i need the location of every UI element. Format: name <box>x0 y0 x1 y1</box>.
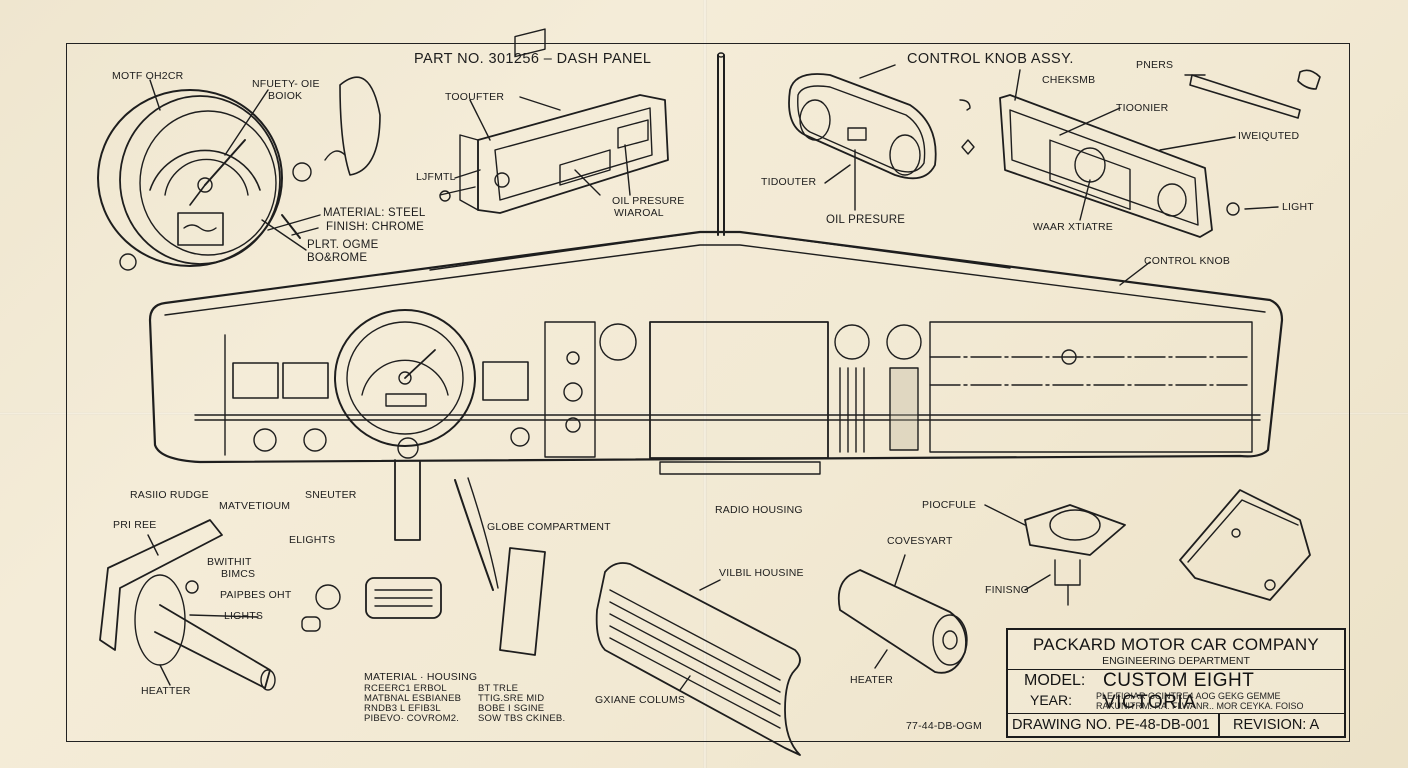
callout-label: NFUETY- OIE <box>252 78 320 90</box>
callout-label: MOTF OH2CR <box>112 70 184 82</box>
year-text-line: RAKUNITRM. RA. FLWANR.. MOR CEYKA. FOISO <box>1096 701 1304 711</box>
callout-label: PLRT. OGME <box>307 239 379 251</box>
notes-line: BT TRLE <box>478 683 519 694</box>
callout-label: WAAR XTIATRE <box>1033 221 1113 233</box>
title-block-model-row: MODEL: CUSTOM EIGHT VICTORIA YEAR: PLE F… <box>1008 670 1344 714</box>
notes-line: RNDB3 L EFIB3L <box>364 703 441 714</box>
title-block-company-row: PACKARD MOTOR CAR COMPANY ENGINEERING DE… <box>1008 630 1344 670</box>
title-block-drawing-row: DRAWING NO. PE-48-DB-001 REVISION: A <box>1008 714 1344 738</box>
pedals-drawing <box>301 547 546 656</box>
callout-label: TOOUFTER <box>445 91 505 103</box>
steering-column-drawing <box>99 519 276 691</box>
department-name: ENGINEERING DEPARTMENT <box>1102 655 1250 667</box>
callout-label: VILBIL HOUSINE <box>719 567 804 579</box>
callout-label: LIGHT <box>1282 201 1314 213</box>
year-text-line: PLE FIOIAR GCINTRE4 AOG GEKG GEMME <box>1096 691 1281 701</box>
heater-cylinder-drawing <box>837 554 968 674</box>
control-knob-assembly-drawing <box>788 64 975 211</box>
callout-label: GXIANE COLUMS <box>595 694 686 706</box>
year-label: YEAR: <box>1030 692 1073 708</box>
globe-compartment-callout: GLOBE COMPARTMENT <box>487 521 611 533</box>
model-name: CUSTOM EIGHT VICTORIA <box>1103 670 1254 713</box>
control-knob-assy-heading: CONTROL KNOB ASSY. <box>907 51 1074 67</box>
callout-label: ELIGHTS <box>289 534 336 546</box>
title-block: PACKARD MOTOR CAR COMPANY ENGINEERING DE… <box>1006 628 1346 738</box>
callout-label: IWEIQUTED <box>1238 130 1300 142</box>
bracket-drawing <box>1179 489 1311 601</box>
instrument-panel-unit-drawing <box>439 28 669 214</box>
callout-label: RASIIO RUDGE <box>130 489 209 501</box>
notes-line: TTIG.SRE MID <box>478 693 545 704</box>
notes-line: SOW TBS CKINEB. <box>478 713 566 724</box>
callout-label: SNEUTER <box>305 489 357 501</box>
callout-label: BIMCS <box>221 568 256 580</box>
part-number-heading: PART NO. 301256 – DASH PANEL <box>414 51 652 67</box>
heater-callout: HEATER <box>850 674 894 686</box>
finish-callout: FINISNG <box>985 584 1029 596</box>
year-text: PLE FIOIAR GCINTRE4 AOG GEKG GEMME RAKUN… <box>1096 691 1304 711</box>
radio-housing-callout: RADIO HOUSING <box>715 504 803 516</box>
notes-line: PIBEVO· COVROM2. <box>364 713 460 724</box>
callout-label: PAIPBES OHT <box>220 589 292 601</box>
callout-label: PIOCFULE <box>922 499 977 511</box>
callout-label: PNERS <box>1136 59 1174 71</box>
callout-label: CONTROL KNOB <box>1144 255 1231 267</box>
callout-label: BOIOK <box>268 90 303 102</box>
notes-heading: MATERIAL · HOUSING <box>364 671 478 683</box>
callout-label: CHEKSMB <box>1042 74 1096 86</box>
speedometer-gauge-drawing <box>97 76 381 271</box>
notes-line: MATBNAL ESBIANEB <box>364 693 462 704</box>
callout-label: TIDOUTER <box>761 176 817 188</box>
notes-line: BOBE I SGINE <box>478 703 545 714</box>
callout-label: TIOONIER <box>1116 102 1169 114</box>
fitting-drawing <box>984 504 1126 606</box>
radio-bezel-drawing <box>999 69 1321 286</box>
paper-fold-vertical <box>703 0 707 768</box>
drawing-number: DRAWING NO. PE-48-DB-001 <box>1012 717 1210 733</box>
grille-housing-drawing <box>595 562 801 756</box>
antenna-rod-drawing <box>717 52 725 236</box>
model-label: MODEL: <box>1024 672 1086 689</box>
main-dashboard-drawing <box>148 230 1284 591</box>
callout-label: WIAROAL <box>614 207 664 219</box>
heater-callout: HEATTER <box>141 685 191 697</box>
callout-label: PRI REE <box>113 519 157 531</box>
callout-label: COVESYART <box>887 535 953 547</box>
callout-label: OIL PRESURE <box>612 195 685 207</box>
company-name: PACKARD MOTOR CAR COMPANY <box>1032 635 1320 654</box>
material-callout: MATERIAL: STEEL <box>323 207 426 219</box>
notes-line: RCEERC1 ERBOL <box>364 683 447 694</box>
callout-label: BWITHIT <box>207 556 252 568</box>
finish-callout: FINISH: CHROME <box>326 221 424 233</box>
callout-label: OIL PRESURE <box>826 214 906 226</box>
drawing-border <box>66 43 1350 742</box>
callout-label: MATVETIOUM <box>219 500 291 512</box>
callout-label: BO&ROME <box>307 252 368 264</box>
sheet-reference: 77-44-DB-OGM <box>906 720 982 732</box>
paper-fold-horizontal <box>0 412 1408 415</box>
revision: REVISION: A <box>1233 717 1320 733</box>
lights-callout: LIGHTS <box>224 610 264 622</box>
title-block-divider <box>1218 714 1220 738</box>
callout-label: LJFMTL <box>416 171 456 183</box>
